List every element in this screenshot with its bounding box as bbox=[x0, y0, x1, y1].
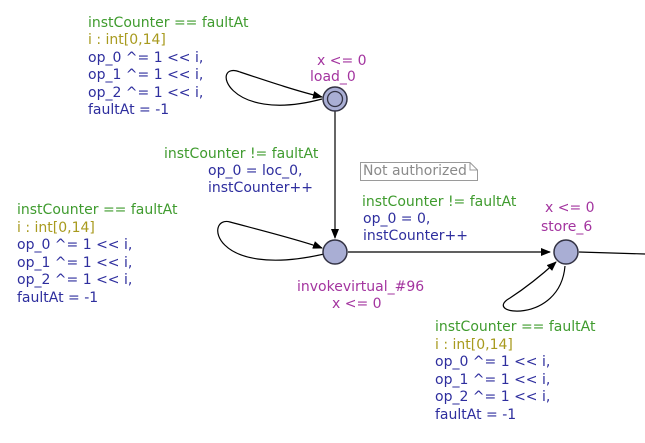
load0-loop-update-3: faultAt = -1 bbox=[88, 102, 170, 118]
load0-to-invoke-update-0: op_0 = loc_0, bbox=[208, 163, 303, 179]
store6-name: store_6 bbox=[541, 219, 593, 235]
invoke-loop-update-3: faultAt = -1 bbox=[17, 290, 99, 306]
invoke-loop-update-0: op_0 ^= 1 << i, bbox=[17, 237, 133, 253]
invoke-loop-select: i : int[0,14] bbox=[17, 220, 95, 236]
store-loop-guard: instCounter == faultAt bbox=[435, 319, 596, 335]
edge-load0-loop[interactable] bbox=[225, 69, 323, 106]
store6-invariant: x <= 0 bbox=[545, 200, 595, 216]
invoke-to-store-guard: instCounter != faultAt bbox=[362, 194, 517, 210]
edge-store-loop[interactable] bbox=[502, 261, 566, 312]
not-authorized-note: Not authorized bbox=[360, 162, 478, 181]
invoke-loop-update-2: op_2 ^= 1 << i, bbox=[17, 272, 133, 288]
load0-invariant: x <= 0 bbox=[317, 53, 367, 69]
load0-to-invoke-guard: instCounter != faultAt bbox=[164, 146, 319, 162]
load0-loop-update-1: op_1 ^= 1 << i, bbox=[88, 67, 204, 83]
load0-loop-select: i : int[0,14] bbox=[88, 32, 166, 48]
store-loop-update-0: op_0 ^= 1 << i, bbox=[435, 354, 551, 370]
load0-loop-update-0: op_0 ^= 1 << i, bbox=[88, 50, 204, 66]
location-load-0[interactable] bbox=[322, 86, 348, 112]
invoke-name: invokevirtual_#96 bbox=[297, 279, 425, 295]
location-store-6[interactable] bbox=[553, 239, 579, 265]
store-loop-update-2: op_2 ^= 1 << i, bbox=[435, 389, 551, 405]
initial-location-marker bbox=[326, 90, 344, 108]
invoke-loop-update-1: op_1 ^= 1 << i, bbox=[17, 255, 133, 271]
store-loop-update-3: faultAt = -1 bbox=[435, 407, 517, 423]
load0-loop-guard: instCounter == faultAt bbox=[88, 15, 249, 31]
load0-to-invoke-update-1: instCounter++ bbox=[208, 180, 313, 196]
load0-name: load_0 bbox=[310, 69, 356, 85]
edge-invoke-loop[interactable] bbox=[217, 220, 325, 261]
edge-store-out[interactable] bbox=[578, 251, 645, 255]
invoke-invariant: x <= 0 bbox=[332, 296, 382, 312]
store-loop-update-1: op_1 ^= 1 << i, bbox=[435, 372, 551, 388]
load0-loop-update-2: op_2 ^= 1 << i, bbox=[88, 85, 204, 101]
invoke-to-store-update-0: op_0 = 0, bbox=[363, 211, 431, 227]
invoke-loop-guard: instCounter == faultAt bbox=[17, 202, 178, 218]
note-text: Not authorized bbox=[363, 163, 467, 179]
store-loop-select: i : int[0,14] bbox=[435, 337, 513, 353]
location-invokevirtual-96[interactable] bbox=[322, 239, 348, 265]
invoke-to-store-update-1: instCounter++ bbox=[363, 228, 468, 244]
